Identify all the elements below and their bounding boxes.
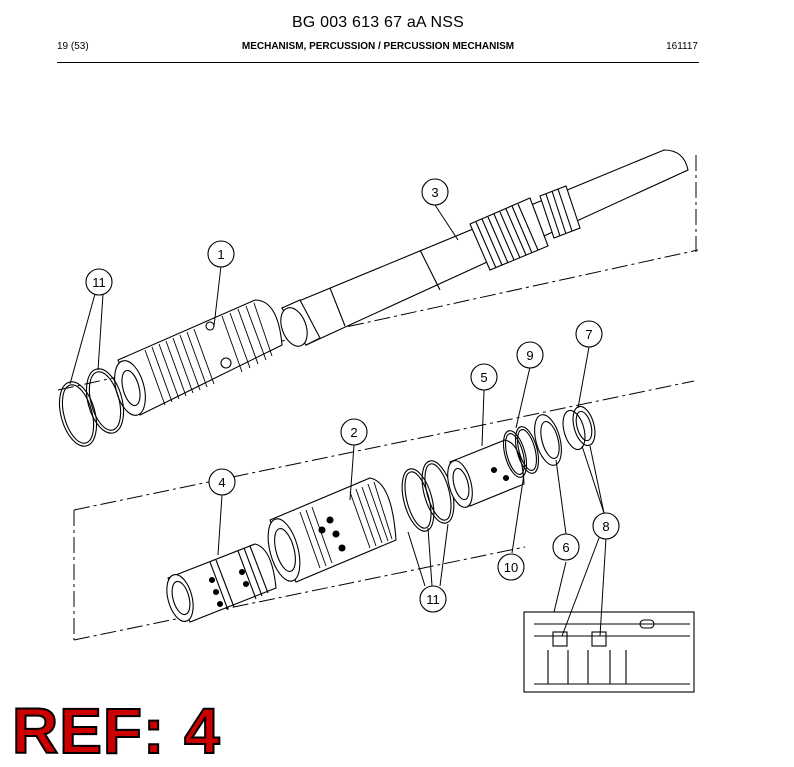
callout-6: 6: [552, 533, 580, 561]
callout-8: 8: [592, 512, 620, 540]
callout-label-5: 5: [480, 370, 487, 385]
callout-label-3: 3: [431, 185, 438, 200]
cylinder-part-2: [267, 477, 397, 583]
ref-label: REF: 4: [11, 695, 221, 767]
callout-5: 5: [470, 363, 498, 391]
leader-lines: [69, 204, 607, 637]
callout-label-11-lower: 11: [426, 592, 440, 607]
callout-3: 3: [421, 178, 449, 206]
o-rings-lower-part-11: [401, 460, 455, 532]
seal-part-6: [534, 414, 562, 466]
ring-part-7-8: [562, 405, 596, 451]
callout-label-7: 7: [585, 327, 592, 342]
callout-label-11-upper: 11: [92, 275, 106, 290]
callout-label-1: 1: [217, 247, 224, 262]
callout-label-8: 8: [602, 519, 609, 534]
callout-11-upper: 11: [85, 268, 113, 296]
header-rule: [57, 62, 699, 63]
section-title: MECHANISM, PERCUSSION / PERCUSSION MECHA…: [241, 41, 515, 52]
callout-9: 9: [516, 341, 544, 369]
date-code: 161117: [666, 41, 698, 52]
callout-label-10: 10: [504, 560, 518, 575]
callouts: 1 2 3 4 5 6 7 8 9 10 11 11: [85, 178, 620, 613]
callout-label-4: 4: [218, 475, 225, 490]
rings-part-9-10: [502, 426, 540, 478]
callout-2: 2: [340, 418, 368, 446]
callout-label-6: 6: [562, 540, 569, 555]
callout-4: 4: [208, 468, 236, 496]
callout-11-lower: 11: [419, 585, 447, 613]
shaft-part-3: [280, 149, 689, 347]
sleeve-part-1: [114, 299, 283, 416]
callout-1: 1: [207, 240, 235, 268]
document-title: BG 003 613 67 aA NSS: [291, 14, 465, 31]
o-rings-upper-part-11: [58, 368, 125, 447]
piston-part-5: [447, 439, 525, 508]
callout-10: 10: [497, 553, 525, 581]
callout-label-2: 2: [350, 425, 357, 440]
callout-7: 7: [575, 320, 603, 348]
bushing-part-4: [166, 543, 277, 623]
detail-inset: [523, 611, 695, 693]
callout-label-9: 9: [526, 348, 533, 363]
page-number: 19 (53): [57, 41, 89, 52]
